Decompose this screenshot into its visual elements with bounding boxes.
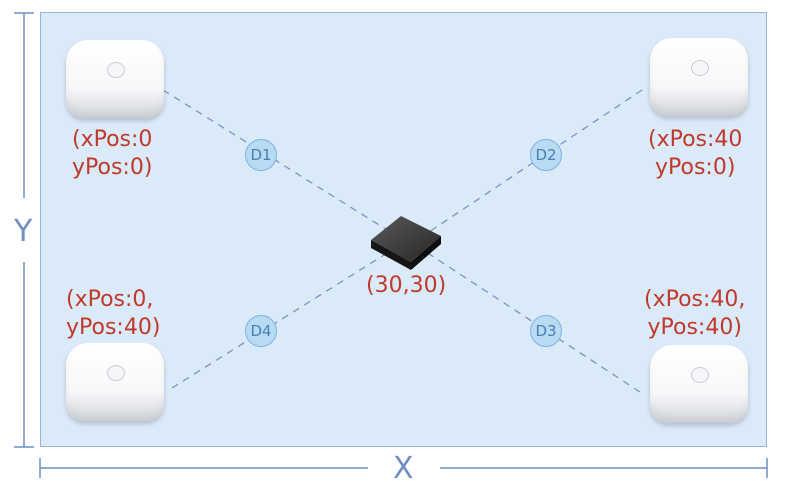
access-point-top-left: [66, 40, 164, 118]
gateway-coord-label: (30,30): [366, 273, 447, 298]
led-icon: [691, 367, 709, 383]
gateway-device-icon: [371, 216, 441, 270]
x-axis-label: X: [393, 451, 414, 486]
line-d3: [419, 247, 641, 393]
distance-badge-d4: D4: [245, 315, 277, 347]
access-point-top-right: [650, 38, 748, 116]
led-icon: [107, 365, 125, 381]
coord-label-bottom-right: (xPos:40, yPos:40): [644, 287, 746, 340]
coord-label-top-right: (xPos:40 yPos:0): [648, 127, 743, 180]
line-d2: [419, 89, 643, 239]
distance-badge-d2: D2: [530, 139, 562, 171]
led-icon: [107, 62, 125, 78]
access-point-bottom-left: [66, 343, 164, 421]
coord-label-top-left: (xPos:0 yPos:0): [72, 127, 153, 180]
y-axis-label: Y: [14, 214, 33, 249]
line-d4: [171, 249, 393, 389]
distance-badge-d3: D3: [530, 315, 562, 347]
distance-badge-d1: D1: [245, 139, 277, 171]
coord-label-bottom-left: (xPos:0, yPos:40): [66, 287, 161, 340]
led-icon: [691, 60, 709, 76]
access-point-bottom-right: [650, 345, 748, 423]
